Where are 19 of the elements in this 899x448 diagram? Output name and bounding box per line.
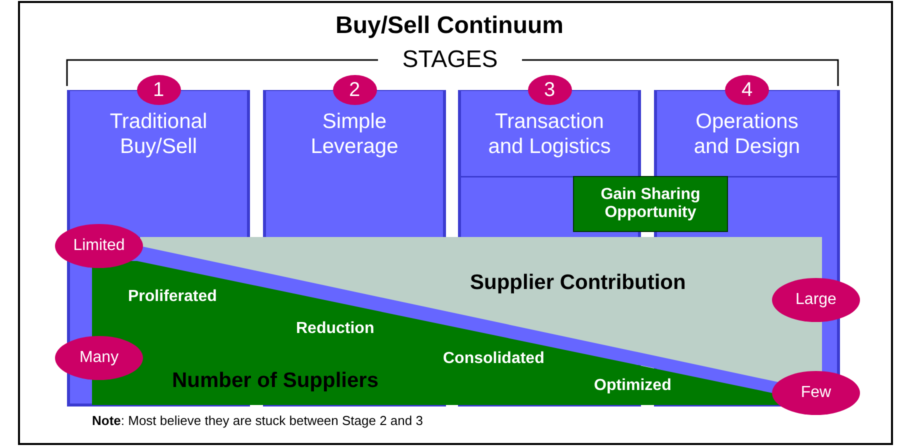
highlight-box: Gain Sharing Opportunity (573, 176, 728, 232)
scale-ellipse: Few (772, 371, 860, 415)
title: Buy/Sell Continuum (334, 12, 564, 40)
section-heading: STAGES (401, 46, 499, 74)
stage-title: Simple Leverage (310, 109, 400, 159)
stage-title: Traditional Buy/Sell (108, 109, 208, 159)
stage-label: Optimized (594, 377, 672, 395)
number-badge: 4 (725, 75, 769, 105)
stage-title: Operations and Design (692, 109, 802, 159)
number-badge: 2 (332, 75, 376, 105)
stage-title: Transaction and Logistics (487, 109, 612, 159)
triangle-title: Number of Suppliers (172, 369, 379, 393)
note-text: Note: Most believe they are stuck between Stage 2 and 3 (92, 413, 423, 428)
number-badge: 1 (136, 75, 180, 105)
area-title: Supplier Contribution (470, 271, 686, 295)
number-badge: 3 (528, 75, 572, 105)
stage-label: Reduction (296, 320, 374, 338)
stage-label: Consolidated (443, 350, 544, 368)
stage-label: Proliferated (128, 288, 217, 306)
